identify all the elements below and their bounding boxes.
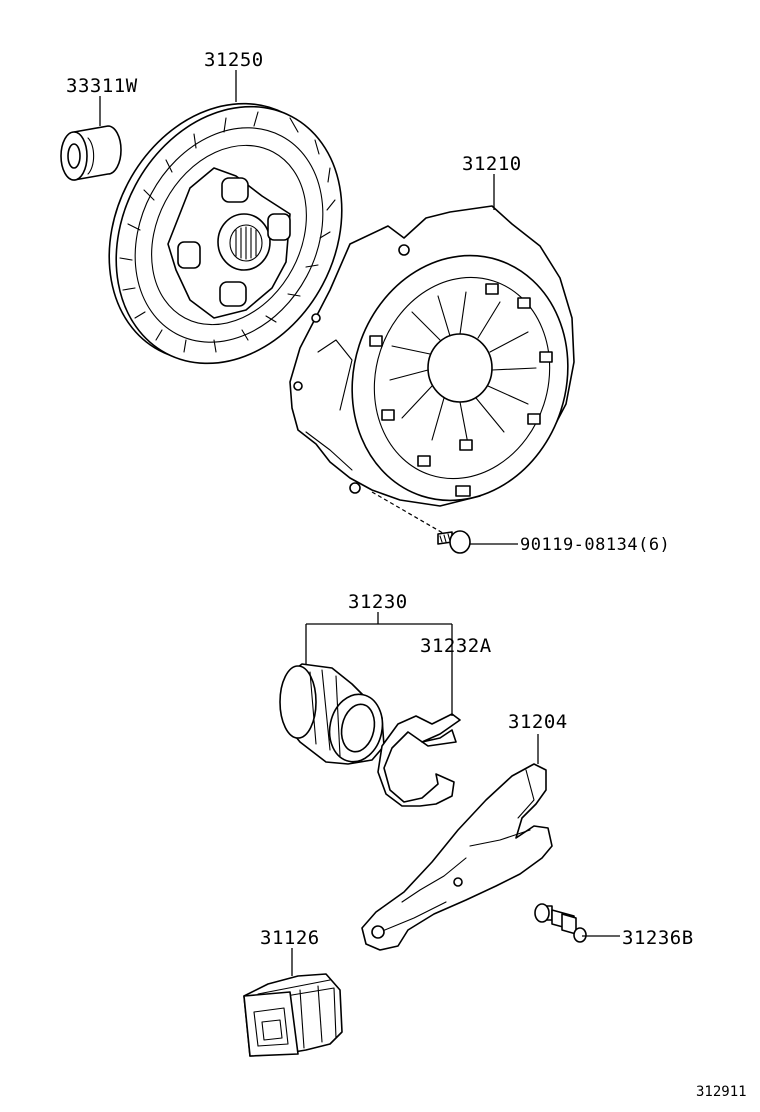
release-bearing-part[interactable] <box>279 663 389 767</box>
label-31236b: 31236B <box>622 927 694 949</box>
retaining-clip-part[interactable] <box>377 713 461 807</box>
cover-bolt-part[interactable] <box>371 491 471 554</box>
leader-lines <box>99 70 620 976</box>
label-31232a: 31232A <box>420 635 492 657</box>
release-fork-part[interactable] <box>361 763 553 951</box>
label-31204: 31204 <box>508 711 568 733</box>
label-90119-08134: 90119-08134(6) <box>520 535 670 555</box>
label-31126: 31126 <box>260 927 320 949</box>
clutch-disc-part[interactable] <box>65 64 385 403</box>
part-labels: 33311W 31250 31210 90119-08134(6) 31230 … <box>66 49 747 1100</box>
label-31210: 31210 <box>462 153 522 175</box>
clutch-cover-part[interactable] <box>289 205 599 529</box>
fork-pivot-part[interactable] <box>534 903 587 943</box>
pilot-bearing-part[interactable] <box>60 125 122 181</box>
dust-boot-part[interactable] <box>243 973 343 1057</box>
label-31230: 31230 <box>348 591 408 613</box>
diagram-code: 312911 <box>696 1084 747 1100</box>
label-33311w: 33311W <box>66 75 138 97</box>
label-31250: 31250 <box>204 49 264 71</box>
